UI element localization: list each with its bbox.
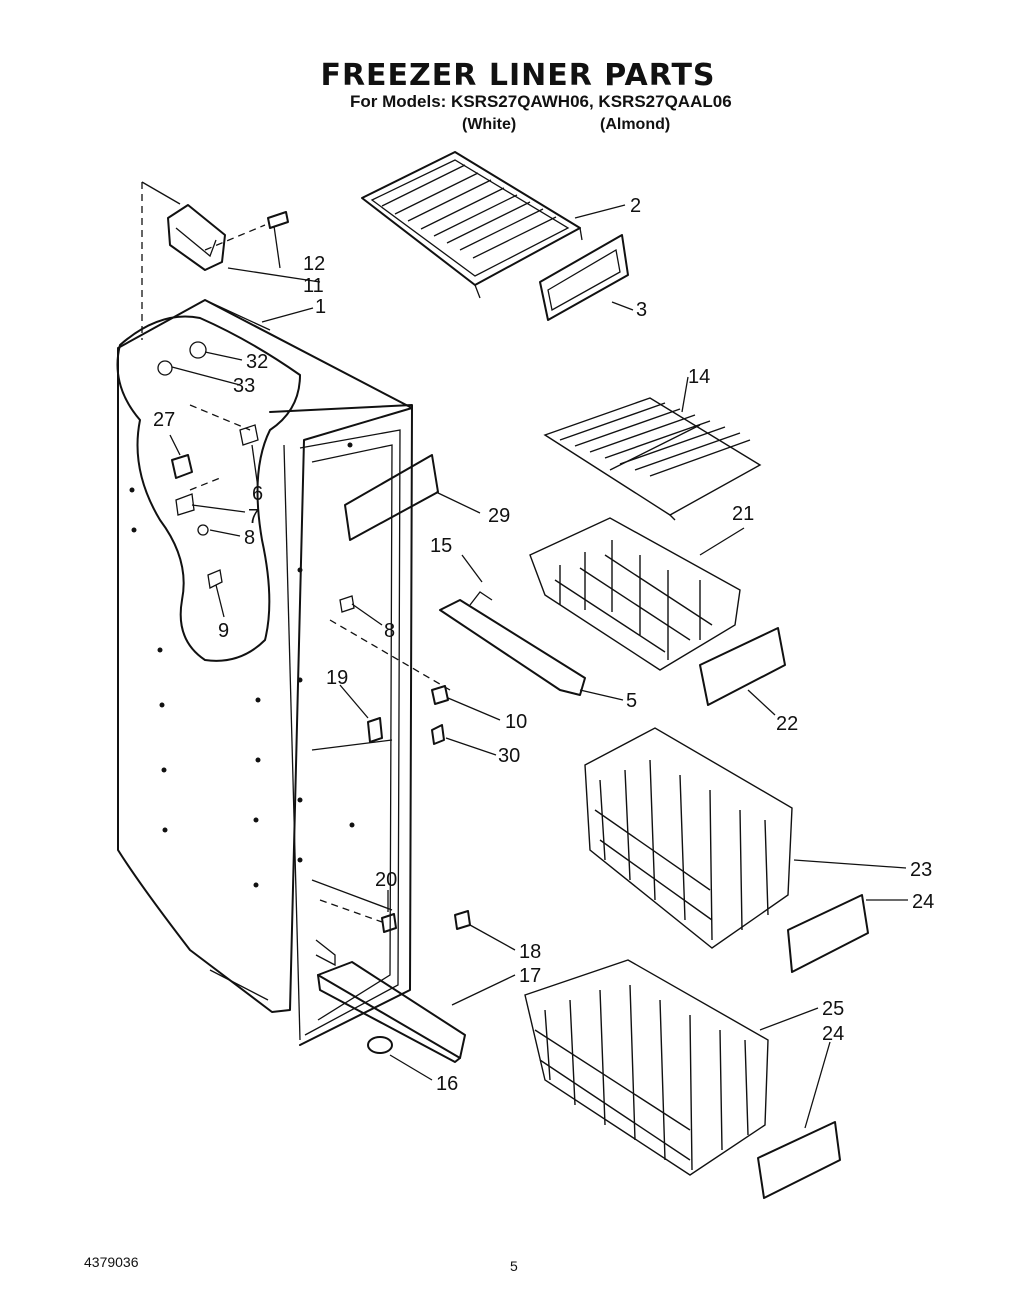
callout-23: 23 [910, 859, 932, 881]
callout-2: 2 [630, 195, 641, 217]
basket-upper [529, 517, 741, 671]
basket-front-lower [757, 1121, 841, 1199]
upper-shelf [361, 151, 583, 299]
callout-numbers: 2 3 12 11 1 32 33 27 6 7 8 9 14 21 29 15… [153, 195, 934, 1095]
callout-24a: 24 [912, 891, 934, 913]
callout-29: 29 [488, 505, 510, 527]
variant-white-label: (White) [462, 116, 517, 133]
wire-shelf [543, 397, 762, 521]
callout-5: 10 [505, 711, 527, 733]
basket-front-middle [787, 894, 869, 973]
callout-7: 7 [248, 506, 259, 528]
freezer-liner [116, 299, 413, 1046]
callout-30: 30 [498, 745, 520, 767]
page-title: FREEZER LINER PARTS [320, 58, 716, 93]
callout-33: 33 [233, 375, 255, 397]
callout-27: 27 [153, 409, 175, 431]
variant-almond-label: (Almond) [600, 116, 671, 133]
callout-32: 32 [246, 351, 268, 373]
callout-25: 25 [822, 998, 844, 1020]
document-number: 4379036 [84, 1254, 139, 1270]
basket-rail [439, 591, 586, 696]
callout-17: 17 [519, 965, 541, 987]
callout-24b: 24 [822, 1023, 844, 1045]
callout-3: 3 [636, 299, 647, 321]
page-number: 5 [510, 1258, 518, 1274]
callout-20: 20 [375, 869, 397, 891]
divider-cover [344, 454, 439, 541]
shelf-trim [539, 234, 629, 321]
callout-16: 16 [436, 1073, 458, 1095]
callout-19: 19 [326, 667, 348, 689]
basket-lower [524, 959, 769, 1176]
control-components [157, 341, 259, 589]
callout-8b: 8 [384, 620, 395, 642]
callout-18: 18 [519, 941, 541, 963]
basket-front-upper [699, 627, 786, 706]
callout-14: 11 [303, 275, 324, 297]
callout-11: 14 [688, 366, 710, 388]
callout-1: 1 [315, 296, 326, 318]
callout-22: 22 [776, 713, 798, 735]
callout-15: 12 [303, 253, 325, 275]
callout-9: 9 [218, 620, 229, 642]
model-numbers: For Models: KSRS27QAWH06, KSRS27QAAL06 [350, 92, 732, 111]
callout-10: 5 [626, 690, 637, 712]
upper-bracket [141, 181, 289, 340]
basket-middle [584, 727, 793, 949]
callout-8a: 8 [244, 527, 255, 549]
callout-6: 6 [252, 483, 263, 505]
bottom-grille [317, 961, 466, 1063]
callout-12: 15 [430, 535, 452, 557]
leader-lines [169, 204, 908, 1129]
callout-21: 21 [732, 503, 754, 525]
